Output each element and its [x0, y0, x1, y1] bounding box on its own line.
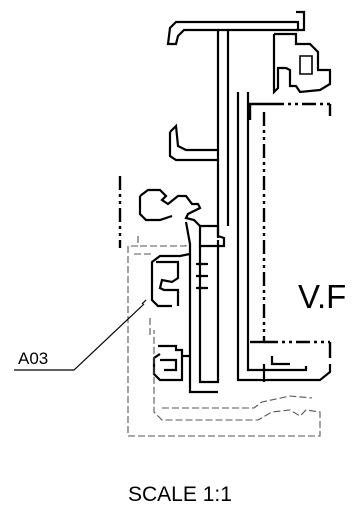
sash-profile [138, 188, 220, 394]
part-ref-label: A03 [18, 349, 48, 368]
break-lines [118, 102, 332, 358]
hidden-outline [127, 236, 321, 437]
scale-label: SCALE 1:1 [128, 483, 232, 506]
a03-leader [14, 299, 147, 371]
section-mark-label: V.F [298, 278, 346, 315]
frame-profile [166, 10, 332, 382]
